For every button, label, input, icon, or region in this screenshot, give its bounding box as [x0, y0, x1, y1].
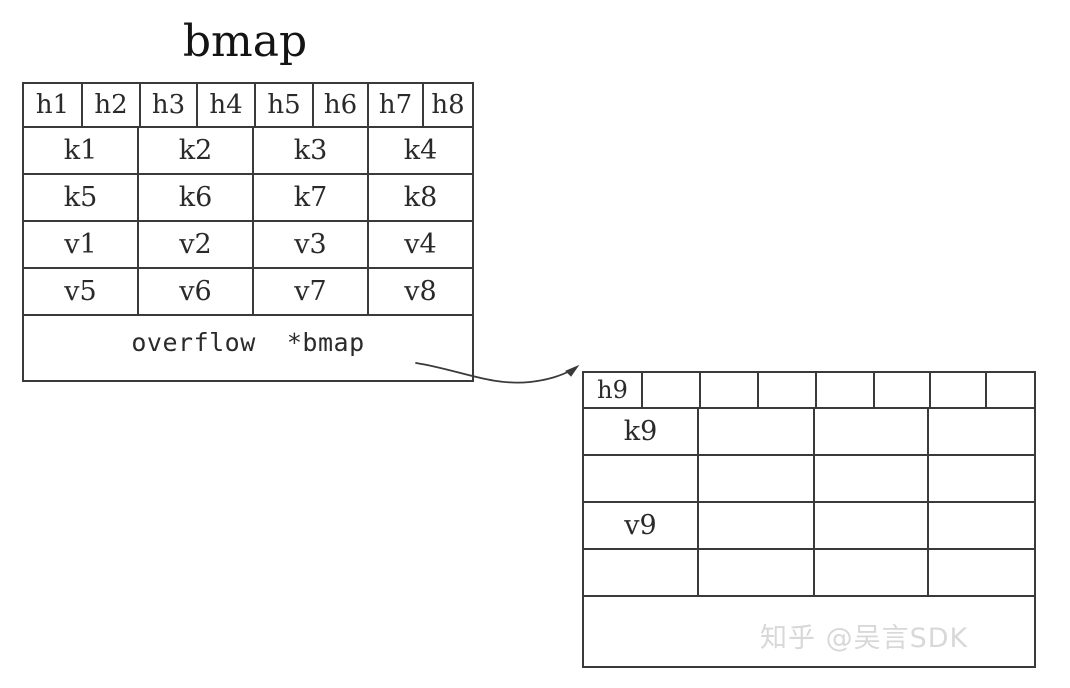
- overflow-value-cell: [584, 550, 699, 595]
- bmap-overflow-row: overflow *bmap: [24, 316, 472, 369]
- overflow-value-row: v9: [584, 503, 1034, 550]
- bmap-value-cell: v1: [24, 222, 139, 267]
- overflow-key-cell: k9: [584, 409, 699, 454]
- bmap-key-cell: k4: [403, 135, 438, 166]
- overflow-key-row: [584, 456, 1034, 503]
- page-title: bmap: [182, 16, 308, 67]
- bmap-tophash-cell: h6: [314, 84, 369, 126]
- bmap-tophash-cell: h8: [431, 90, 465, 120]
- bmap-tophash-cell: h5: [256, 84, 314, 126]
- bmap-key-cell: k1: [24, 128, 139, 173]
- overflow-tophash-cell: h9: [584, 373, 643, 407]
- bmap-value-cell: v2: [139, 222, 254, 267]
- overflow-value-cell: [699, 503, 815, 548]
- bmap-tophash-row: h1 h2 h3 h4 h5 h6 h7 h8: [24, 84, 472, 128]
- bmap-value-cell: v7: [254, 269, 369, 314]
- overflow-tophash-cell: [987, 373, 1034, 407]
- bmap-value-cell: v3: [254, 222, 369, 267]
- bmap-key-row: k1 k2 k3 k4: [24, 128, 472, 175]
- bmap-key-cell: k8: [403, 182, 438, 213]
- overflow-tophash-cell: [875, 373, 931, 407]
- bmap-tophash-cell: h4: [198, 84, 256, 126]
- overflow-tophash-cell: [931, 373, 987, 407]
- overflow-value-cell: [815, 550, 929, 595]
- overflow-value-cell: [699, 550, 815, 595]
- bmap-value-row: v5 v6 v7 v8: [24, 269, 472, 316]
- bmap-key-cell: k3: [254, 128, 369, 173]
- overflow-key-cell: [584, 456, 699, 501]
- overflow-value-cell: [815, 503, 929, 548]
- bmap-key-cell: k5: [24, 175, 139, 220]
- overflow-value-cell: [929, 550, 1034, 595]
- bmap-tophash-cell: h2: [83, 84, 141, 126]
- overflow-key-row: k9: [584, 409, 1034, 456]
- overflow-key-cell: [815, 456, 929, 501]
- bmap-value-cell: v6: [139, 269, 254, 314]
- bmap-value-row: v1 v2 v3 v4: [24, 222, 472, 269]
- overflow-bmap-struct: h9 k9 v9: [582, 371, 1036, 668]
- overflow-tophash-cell: [759, 373, 817, 407]
- overflow-key-cell: [929, 409, 1034, 454]
- bmap-key-cell: k6: [139, 175, 254, 220]
- overflow-key-cell: [929, 456, 1034, 501]
- overflow-tophash-cell: [643, 373, 701, 407]
- overflow-value-cell: [929, 503, 1034, 548]
- overflow-tophash-cell: [817, 373, 875, 407]
- bmap-value-cell: v5: [24, 269, 139, 314]
- overflow-key-cell: [699, 456, 815, 501]
- bmap-overflow-label: overflow *bmap: [131, 327, 365, 357]
- overflow-tophash-row: h9: [584, 373, 1034, 409]
- overflow-key-cell: [815, 409, 929, 454]
- bmap-key-cell: k2: [139, 128, 254, 173]
- bmap-value-cell: v8: [404, 276, 437, 307]
- overflow-tophash-cell: [701, 373, 759, 407]
- overflow-value-cell: v9: [584, 503, 699, 548]
- bmap-value-cell: v4: [404, 229, 437, 260]
- bmap-tophash-cell: h1: [24, 84, 83, 126]
- bmap-tophash-cell: h7: [369, 84, 424, 126]
- bmap-key-cell: k7: [254, 175, 369, 220]
- bmap-tophash-cell: h3: [141, 84, 198, 126]
- bmap-struct: h1 h2 h3 h4 h5 h6 h7 h8 k1 k2 k3 k4 k5 k…: [22, 82, 474, 382]
- watermark: 知乎 @吴言SDK: [760, 623, 969, 654]
- overflow-key-cell: [699, 409, 815, 454]
- bmap-key-row: k5 k6 k7 k8: [24, 175, 472, 222]
- overflow-value-row: [584, 550, 1034, 597]
